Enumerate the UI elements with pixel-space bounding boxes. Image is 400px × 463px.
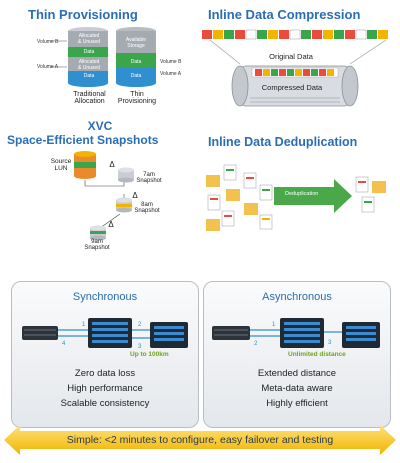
sync-line-2: High performance [67, 383, 143, 394]
traditional-allocation-label: Traditional Allocation [73, 91, 106, 105]
delta-symbol-1: Δ [109, 160, 115, 169]
svg-text:3: 3 [138, 344, 142, 350]
svg-text:1: 1 [272, 322, 276, 328]
delta-symbol-3: Δ [108, 220, 114, 229]
asynchronous-title: Asynchronous [262, 291, 332, 303]
sync-line-3: Scalable consistency [60, 398, 150, 409]
snapshot-8am-label: 8am Snapshot [134, 202, 160, 214]
thin-provisioning-label: Thin Provisioning [117, 91, 157, 105]
async-distance-label: Unlimited distance [288, 351, 346, 358]
async-line-3: Highly efficient [266, 398, 328, 409]
dedup-title: Inline Data Deduplication [208, 135, 358, 149]
svg-text:1: 1 [82, 322, 86, 328]
available-storage-label: Available Storage [125, 37, 147, 49]
source-lun-label: Source LUN [50, 158, 72, 172]
delta-symbol-2: Δ [132, 191, 138, 200]
data-bottom-label-right: Data [130, 73, 142, 79]
banner-text: Simple: <2 minutes to configure, easy fa… [66, 434, 334, 446]
snapshots-title: Space-Efficient Snapshots [7, 133, 159, 147]
volume-b-label-right: Volume B [160, 59, 182, 65]
svg-text:3: 3 [328, 340, 332, 346]
async-line-1: Extended distance [257, 368, 337, 379]
snapshot-7am-label: 7am Snapshot [136, 172, 162, 184]
synchronous-panel: Synchronous 1 4 2 3 Up to 100km Zero dat… [11, 281, 199, 428]
compression-title: Inline Data Compression [208, 7, 361, 22]
simple-banner-arrow: Simple: <2 minutes to configure, easy fa… [4, 425, 396, 455]
xvc-title: XVC [87, 119, 113, 133]
data-top-label-right: Data [130, 59, 142, 65]
svg-text:4: 4 [62, 341, 66, 347]
volume-a-label-right: Volume A [160, 71, 182, 77]
sync-distance-label: Up to 100km [130, 351, 169, 358]
snapshot-9am-label: 9am Snapshot [84, 239, 110, 251]
volume-b-label-left: Volume B [37, 39, 59, 45]
thin-provisioning-title: Thin Provisioning [28, 7, 138, 22]
sync-line-1: Zero data loss [74, 368, 136, 379]
async-line-2: Meta-data aware [261, 383, 333, 394]
svg-text:2: 2 [254, 341, 258, 347]
asynchronous-panel: Asynchronous 1 2 3 Unlimited distance Ex… [203, 281, 391, 428]
data-top-label-left: Data [83, 49, 95, 55]
svg-text:2: 2 [138, 322, 142, 328]
allocated-unused-bottom-label: Allocated & Unused [78, 59, 100, 71]
synchronous-title: Synchronous [72, 291, 138, 303]
data-bottom-label-left: Data [83, 73, 95, 79]
dedup-arrow-label: Deduplication [285, 191, 319, 197]
volume-a-label-left: Volume A [37, 64, 59, 70]
original-data-label: Original Data [269, 52, 313, 61]
compressed-data-label: Compressed Data [261, 83, 323, 92]
allocated-unused-top-label: Allocated & Unused [78, 33, 100, 45]
